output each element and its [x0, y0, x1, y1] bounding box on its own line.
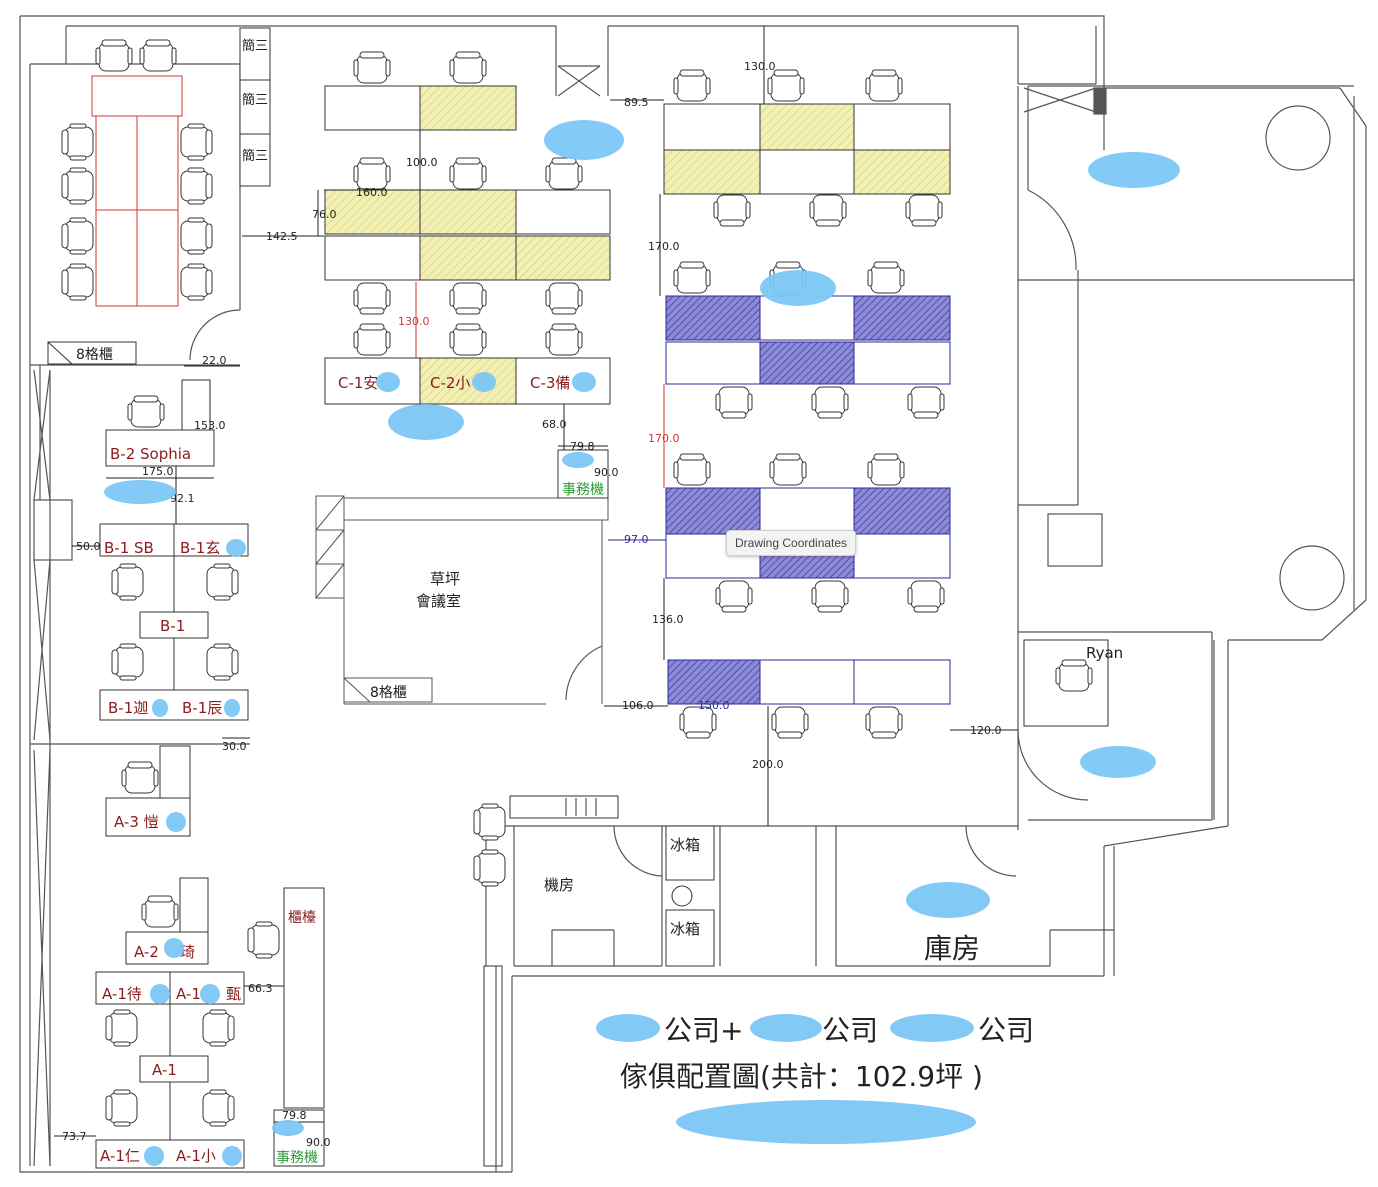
- walls: [19, 15, 1367, 1173]
- desk-a1-label: A-1: [152, 1061, 177, 1079]
- left-cabinet-label: 8格櫃: [76, 347, 113, 363]
- dim-79-8: 79.8: [570, 440, 595, 453]
- drawing-coordinates-tooltip: Drawing Coordinates: [726, 530, 857, 556]
- tall-cabinet-label: 櫃檯: [288, 910, 316, 926]
- dim-150: 150.0: [698, 699, 730, 712]
- lower-rooms: [473, 639, 1109, 967]
- dim-120: 120.0: [970, 724, 1002, 737]
- left-meeting-table: [61, 39, 213, 307]
- dim-22: 22.0: [202, 354, 227, 367]
- meeting-cabinet-label: 8格櫃: [370, 685, 407, 701]
- b-area: [47, 341, 249, 721]
- dim-170: 170.0: [648, 240, 680, 253]
- dim-175: 175.0: [142, 465, 174, 478]
- dim-97: 97.0: [624, 533, 649, 546]
- dim-153: 153.0: [194, 419, 226, 432]
- dim-130-top: 130.0: [744, 60, 776, 73]
- desk-a1-dai-label: A-1待: [102, 985, 142, 1003]
- desk-b1-chen-label: B-1辰: [182, 699, 222, 717]
- fridge-2-label: 冰箱: [670, 920, 700, 938]
- dim-92-1: 92.1: [170, 492, 195, 505]
- right-desk-cluster-yellow: [663, 69, 951, 227]
- dim-200: 200.0: [752, 758, 784, 771]
- title-line1-company2: 公司: [822, 1014, 878, 1047]
- title-line1-company1: 公司+: [664, 1014, 743, 1047]
- storage-shelves: 簡三 簡三 簡三: [239, 27, 271, 187]
- fridge-1-label: 冰箱: [670, 836, 700, 854]
- right-desk-cluster-blue-3: [667, 659, 951, 739]
- ryan-label: Ryan: [1086, 644, 1123, 662]
- dimension-lines: [54, 26, 1018, 1137]
- desk-a1-zhen-tail: 甄: [226, 985, 241, 1003]
- dim-89-5: 89.5: [624, 96, 649, 109]
- desk-b1-jia-label: B-1迦: [108, 699, 148, 717]
- title-line2: 傢俱配置圖(共計：102.9坪 ): [620, 1060, 983, 1093]
- dim-136: 136.0: [652, 613, 684, 626]
- a-area: [95, 745, 325, 1169]
- dim-66-3: 66.3: [248, 982, 273, 995]
- dim-106: 106.0: [622, 699, 654, 712]
- dim-170-red: 170.0: [648, 432, 680, 445]
- desk-b1-xuan-label: B-1玄: [180, 539, 220, 557]
- server-room-label: 機房: [544, 876, 574, 894]
- dim-160: 160.0: [356, 186, 388, 199]
- desk-a1-xiao-label: A-1小: [176, 1147, 216, 1165]
- desk-c3-label: C-3備: [530, 374, 570, 392]
- copier-2-label: 事務機: [276, 1150, 318, 1166]
- red-dimension-lines: [415, 282, 665, 488]
- right-desk-cluster-blue-2: [665, 453, 951, 613]
- dim-50: 50.0: [76, 540, 101, 553]
- dim-68: 68.0: [542, 418, 567, 431]
- dim-130-red: 130.0: [398, 315, 430, 328]
- dim-142-5: 142.5: [266, 230, 298, 243]
- copier-1-label: 事務機: [562, 482, 604, 498]
- desk-b1-label: B-1: [160, 617, 185, 635]
- meeting-room: [315, 495, 609, 705]
- storage-room-label: 庫房: [924, 932, 980, 965]
- dim-30: 30.0: [222, 740, 247, 753]
- dim-76: 76.0: [312, 208, 337, 221]
- right-desk-cluster-blue-1: [665, 261, 951, 419]
- dim-90: 90.0: [594, 466, 619, 479]
- desk-b2-label: B-2 Sophia: [110, 445, 191, 463]
- dim-90-b: 90.0: [306, 1136, 331, 1149]
- desk-a1-ren-label: A-1仁: [100, 1147, 140, 1165]
- title-line1-company3: 公司: [978, 1014, 1034, 1047]
- desk-a1-zhen-label: A-1: [176, 985, 201, 1003]
- desk-a3-label: A-3 愷: [114, 813, 159, 831]
- svg-text:簡三: 簡三: [242, 149, 268, 164]
- c-desk-cluster-top: [324, 51, 611, 405]
- desk-a2-label: A-2: [134, 943, 159, 961]
- dim-100: 100.0: [406, 156, 438, 169]
- copier-units: [557, 449, 609, 499]
- meeting-room-name-2: 會議室: [416, 592, 461, 610]
- desk-c2-label: C-2小: [430, 374, 470, 392]
- dim-79-8-b: 79.8: [282, 1109, 307, 1122]
- svg-text:簡三: 簡三: [242, 39, 268, 54]
- desk-b1-sb-label: B-1 SB: [104, 539, 154, 557]
- redaction-marks: [104, 120, 1180, 1166]
- meeting-room-name-1: 草坪: [430, 570, 460, 588]
- dim-73-7: 73.7: [62, 1130, 87, 1143]
- svg-text:簡三: 簡三: [242, 93, 268, 108]
- desk-c1-label: C-1安: [338, 374, 378, 392]
